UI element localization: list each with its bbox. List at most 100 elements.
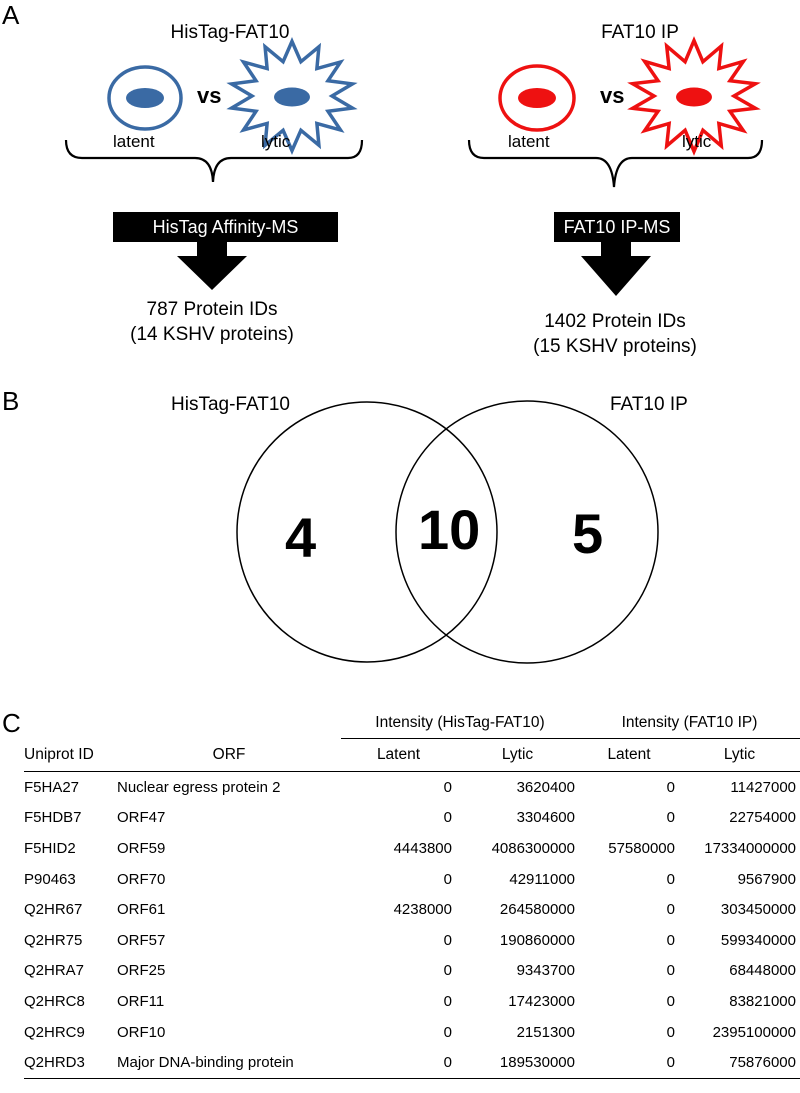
cell-histag-lytic: 9343700 xyxy=(516,962,575,980)
col-header-histag-latent: Latent xyxy=(341,738,456,772)
panel-a-diagram xyxy=(64,36,764,664)
cell-histag-latent: 0 xyxy=(443,870,452,888)
cell-orf: Nuclear egress protein 2 xyxy=(117,778,281,796)
cell-fat10-latent: 0 xyxy=(666,809,675,827)
cell-fat10-latent: 0 xyxy=(666,931,675,949)
fat10-latent-cell xyxy=(498,64,576,132)
cell-uniprot-id: Q2HR75 xyxy=(24,931,83,949)
cell-histag-latent: 0 xyxy=(443,962,452,980)
cell-histag-latent: 4443800 xyxy=(393,839,452,857)
histag-latent-label: latent xyxy=(113,132,155,151)
venn-label-fat10: FAT10 IP xyxy=(610,394,688,415)
cell-fat10-latent: 0 xyxy=(666,870,675,888)
group-header-fat10: Intensity (FAT10 IP) xyxy=(579,708,800,739)
table-row: Q2HRA7 ORF25 0 9343700 0 68448000 xyxy=(24,956,800,987)
cell-orf: ORF61 xyxy=(117,901,166,919)
cell-uniprot-id: Q2HRC9 xyxy=(24,1023,85,1041)
cell-histag-lytic: 190860000 xyxy=(499,931,575,949)
histag-protein-count: 787 Protein IDs xyxy=(146,299,278,320)
col-header-fat10-latent: Latent xyxy=(579,738,679,772)
cell-fat10-lytic: 68448000 xyxy=(729,962,796,980)
fat10-lytic-cell xyxy=(627,36,761,156)
cell-orf: ORF47 xyxy=(117,809,166,827)
panel-b-label: B xyxy=(2,386,20,416)
cell-histag-lytic: 264580000 xyxy=(499,901,575,919)
fat10-lytic-label: lytic xyxy=(682,132,712,151)
cell-histag-latent: 4238000 xyxy=(393,901,452,919)
cell-fat10-lytic: 303450000 xyxy=(720,901,796,919)
cell-histag-lytic: 3620400 xyxy=(516,778,575,796)
cell-uniprot-id: Q2HRD3 xyxy=(24,1047,117,1079)
fat10-result: 1402 Protein IDs (15 KSHV proteins) xyxy=(465,309,765,359)
cell-fat10-lytic: 2395100000 xyxy=(712,1023,796,1041)
cell-fat10-lytic: 75876000 xyxy=(679,1047,800,1079)
cell-histag-latent: 0 xyxy=(341,1047,456,1079)
fat10-arrow-icon xyxy=(581,241,651,296)
cell-histag-latent: 0 xyxy=(443,778,452,796)
cell-histag-lytic: 3304600 xyxy=(516,809,575,827)
histag-latent-cell xyxy=(107,65,183,131)
cell-fat10-latent: 0 xyxy=(666,778,675,796)
col-header-fat10-lytic: Lytic xyxy=(679,738,800,772)
cell-orf: ORF10 xyxy=(117,1023,166,1041)
cell-uniprot-id: Q2HR67 xyxy=(24,901,83,919)
table-row: Q2HRC8 ORF11 0 17423000 0 83821000 xyxy=(24,986,800,1017)
venn-label-histag: HisTag-FAT10 xyxy=(171,394,290,415)
cell-fat10-latent: 0 xyxy=(666,1023,675,1041)
cell-orf: ORF25 xyxy=(117,962,166,980)
cell-fat10-lytic: 11427000 xyxy=(730,778,796,796)
table-row: F5HDB7 ORF47 0 3304600 0 22754000 xyxy=(24,803,800,834)
fat10-ip-title: FAT10 IP xyxy=(601,22,679,43)
cell-fat10-lytic: 9567900 xyxy=(737,870,796,888)
histag-brace xyxy=(64,139,364,183)
table-row: Q2HRC9 ORF10 0 2151300 0 2395100000 xyxy=(24,1017,800,1048)
panel-a-label: A xyxy=(2,0,20,30)
col-header-uniprot: Uniprot ID xyxy=(24,738,117,772)
cell-fat10-latent: 0 xyxy=(666,992,675,1010)
cell-histag-lytic: 42911000 xyxy=(509,870,575,888)
cell-orf: ORF11 xyxy=(117,992,165,1010)
venn-circle-histag xyxy=(236,401,498,663)
group-header-histag: Intensity (HisTag-FAT10) xyxy=(341,708,579,739)
cell-uniprot-id: F5HID2 xyxy=(24,839,76,857)
histag-fat10-title: HisTag-FAT10 xyxy=(170,22,290,43)
fat10-kshv-count: (15 KSHV proteins) xyxy=(533,336,697,357)
venn-overlap-count: 10 xyxy=(418,498,481,561)
fat10-protein-count: 1402 Protein IDs xyxy=(544,311,686,332)
col-header-histag-lytic: Lytic xyxy=(456,738,579,772)
cell-fat10-lytic: 599340000 xyxy=(720,931,796,949)
cell-uniprot-id: Q2HRC8 xyxy=(24,992,85,1010)
histag-result: 787 Protein IDs (14 KSHV proteins) xyxy=(62,297,362,347)
cell-histag-latent: 0 xyxy=(443,931,452,949)
histag-lytic-cell xyxy=(226,37,358,155)
histag-method-box: HisTag Affinity-MS xyxy=(113,212,338,242)
cell-uniprot-id: F5HDB7 xyxy=(24,809,82,827)
cell-histag-latent: 0 xyxy=(443,992,452,1010)
fat10-latent-label: latent xyxy=(508,132,550,151)
cell-histag-latent: 0 xyxy=(443,809,452,827)
cell-histag-lytic: 2151300 xyxy=(516,1023,575,1041)
cell-histag-latent: 0 xyxy=(443,1023,452,1041)
cell-fat10-latent: 0 xyxy=(579,1047,679,1079)
cell-orf: ORF70 xyxy=(117,870,166,888)
cell-fat10-lytic: 22754000 xyxy=(729,809,796,827)
cell-histag-lytic: 17423000 xyxy=(508,992,575,1010)
cell-fat10-lytic: 17334000000 xyxy=(704,839,796,857)
cell-uniprot-id: F5HA27 xyxy=(24,778,80,796)
cell-uniprot-id: Q2HRA7 xyxy=(24,962,85,980)
histag-kshv-count: (14 KSHV proteins) xyxy=(130,324,294,345)
cell-fat10-latent: 0 xyxy=(666,962,675,980)
cell-fat10-latent: 57580000 xyxy=(608,839,675,857)
venn-circle-fat10 xyxy=(395,400,659,664)
histag-vs-label: vs xyxy=(197,83,222,108)
fat10-method-box: FAT10 IP-MS xyxy=(554,212,680,242)
histag-arrow-icon xyxy=(177,241,247,290)
histag-lytic-label: lytic xyxy=(261,132,291,151)
venn-histag-only-count: 4 xyxy=(285,506,317,569)
cell-fat10-lytic: 83821000 xyxy=(729,992,796,1010)
